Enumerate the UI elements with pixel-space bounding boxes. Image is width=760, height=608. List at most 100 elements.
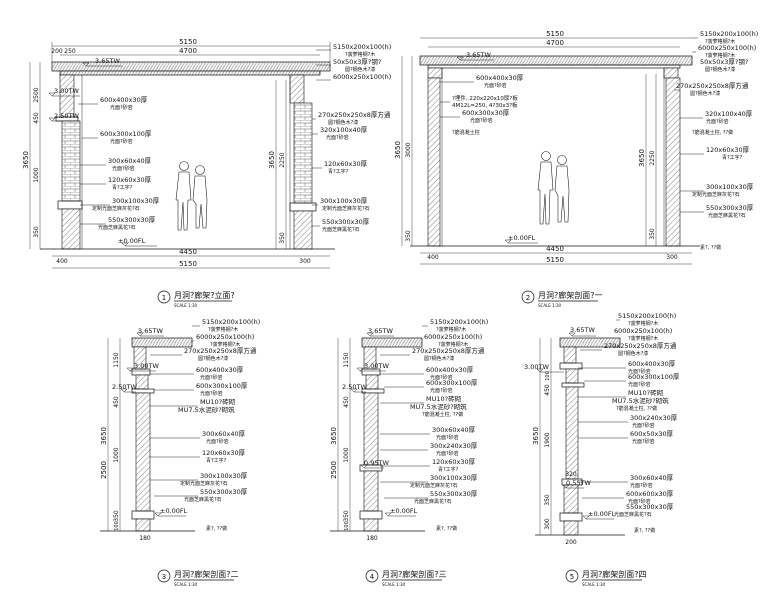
material-label: 600x300x100厚 — [100, 130, 152, 138]
dim-height: 350 — [33, 226, 40, 238]
drawing-number: 2 — [526, 294, 530, 302]
material-note: 光面?砂岩 — [484, 82, 507, 89]
dim-height: 1000 — [33, 167, 40, 182]
dim-height: 1000 — [113, 447, 120, 462]
level-mark: 3.00TW — [134, 362, 159, 370]
pillar-base — [559, 512, 583, 522]
material-note: 青?工字? — [112, 184, 133, 191]
material-note: 青?工字? — [328, 168, 349, 175]
material-label: 300x100x30厚 — [320, 197, 368, 205]
drawing-scale: SCALE 1:30 — [538, 303, 562, 308]
dim-height: 450 — [33, 112, 40, 124]
material-label: MU10?砖砌 — [426, 394, 462, 403]
dim-height: 1000 — [343, 447, 350, 462]
material-note: 光面芝麻黑花?石 — [708, 212, 746, 219]
left-pillar-base — [57, 200, 83, 210]
material-note: 光面芝麻黑花?石 — [322, 226, 360, 233]
material-label: 120x60x30厚 — [706, 146, 750, 154]
material-note: ?菠萝格钢?木 — [210, 341, 240, 348]
pillar-band — [561, 382, 585, 388]
material-label: 600x400x30厚 — [426, 366, 474, 374]
people-figure — [537, 151, 570, 225]
level-mark: 3.65TW — [368, 327, 393, 335]
annotations-right: 5150x200x100(h) ?菠萝格钢?木 50x50x3厚?钢? 圆?钢色… — [318, 43, 391, 233]
level-mark: 3.00TW — [524, 363, 549, 371]
material-note: 光面?砂岩 — [110, 104, 133, 111]
level-marks: 3.65TW 3.00TW 0.55TW ±0.00FL — [524, 326, 616, 520]
dim-width: 4450 — [546, 245, 564, 253]
dim-height: 450 — [544, 384, 551, 396]
drawing-number-circle — [521, 290, 535, 304]
material-label: 600x400x30厚 — [196, 366, 244, 374]
dim-height: 2500 — [100, 461, 108, 479]
material-label: 120x60x30厚 — [324, 160, 368, 168]
material-label: 6000x250x100(h) — [196, 333, 254, 341]
sub-beam — [427, 64, 681, 69]
pillar-lower — [563, 484, 579, 514]
dim-height: 350 — [279, 232, 286, 244]
material-label: 5150x200x100(h) — [333, 43, 391, 51]
dim-height: 2500 — [330, 461, 338, 479]
material-label: 550x300x30厚 — [706, 204, 754, 212]
material-note: 光面?砂岩 — [436, 450, 459, 457]
material-note: 光面?砂岩 — [632, 438, 655, 445]
dim-small: 400 — [56, 258, 68, 265]
drawing-scale: SCALE 1:30 — [174, 303, 198, 308]
drawing-scale: SCALE 1:30 — [174, 582, 198, 587]
material-label: 300x60x40厚 — [202, 430, 246, 438]
material-label: 600x400x30厚 — [628, 360, 676, 368]
material-label: 6000x250x100(h) — [698, 44, 756, 52]
elevation-drawing-1: 5150 4700 200 250 4450 5150 400 300 3650… — [22, 38, 391, 308]
dim-height: 350 — [113, 510, 120, 522]
dim-height: 1900 — [544, 432, 551, 447]
annotations: 5150x200x100(h) ?菠萝格钢?木 6000x250x100(h) … — [410, 318, 488, 532]
level-marks: 3.65TW 3.00TW 2.50TW ±0.00FL — [48, 57, 157, 247]
material-label: MU7.5水泥砂?砌筑 — [612, 396, 669, 405]
material-label: 6000x250x100(h) — [333, 73, 391, 81]
annotations: 5150x200x100(h) ?菠萝格钢?木 6000x250x100(h) … — [604, 312, 680, 534]
material-note: 圆?钢色木?漆 — [198, 355, 228, 362]
drawing-title: 月洞?廊架剖面?四 — [582, 569, 647, 579]
material-note: 圆?钢色木?漆 — [424, 355, 454, 362]
material-note: ?菠萝格钢?木 — [345, 51, 375, 58]
level-mark: ±0.00FL — [508, 234, 536, 242]
dim-height: 450 — [113, 396, 120, 408]
dim-width: 4700 — [546, 39, 564, 47]
level-mark: 2.50TW — [342, 383, 367, 391]
material-label: 270x250x250x8厚方通 — [604, 341, 677, 350]
level-mark: ±0.00FL — [588, 510, 616, 518]
material-note: 光面?砂岩 — [206, 438, 229, 445]
material-label: 300x100x30厚 — [706, 183, 754, 191]
material-label: 550x300x30厚 — [430, 490, 478, 498]
material-label: 300x60x40厚 — [432, 426, 476, 434]
dim-height: 1150 — [113, 352, 120, 367]
dim-height: 3650 — [22, 151, 30, 169]
right-pillar-lower — [293, 210, 313, 250]
material-label: 270x250x250x8厚方通 — [676, 81, 749, 90]
dim-height: 3650 — [268, 151, 276, 169]
level-mark: ±0.00FL — [160, 507, 188, 515]
pillar-base — [359, 510, 383, 520]
material-label: 550x300x30厚 — [626, 503, 674, 511]
material-label: 120x60x30厚 — [432, 458, 476, 466]
material-label: 320x100x40厚 — [705, 110, 753, 118]
dim-height: 100 — [545, 371, 551, 381]
top-beam — [131, 337, 193, 348]
level-mark: 3.65TW — [570, 326, 595, 334]
dim-height: 100 — [344, 521, 350, 531]
material-label: 600x300x30厚 — [462, 109, 510, 117]
material-note: 圆?钢色木?漆 — [345, 66, 375, 73]
material-note: ?菠萝格钢?木 — [628, 320, 658, 327]
material-note: 圆?钢色木?漆 — [328, 119, 358, 126]
material-note: 光面?砂岩 — [112, 165, 135, 172]
right-pillar-cap — [663, 67, 679, 79]
material-note: 定制光面芝麻灰花?石 — [692, 191, 740, 198]
material-note: ?菠萝格钢?木 — [705, 52, 735, 59]
material-label: 50x50x3厚?钢? — [700, 58, 748, 66]
level-mark: 2.50TW — [54, 112, 79, 120]
material-note: 圆?钢色木?漆 — [618, 350, 648, 357]
material-note: 光面?砂岩 — [430, 374, 453, 381]
material-label: 5150x200x100(h) — [700, 30, 758, 38]
pillar-upper — [135, 374, 149, 390]
sub-beam — [59, 70, 321, 76]
